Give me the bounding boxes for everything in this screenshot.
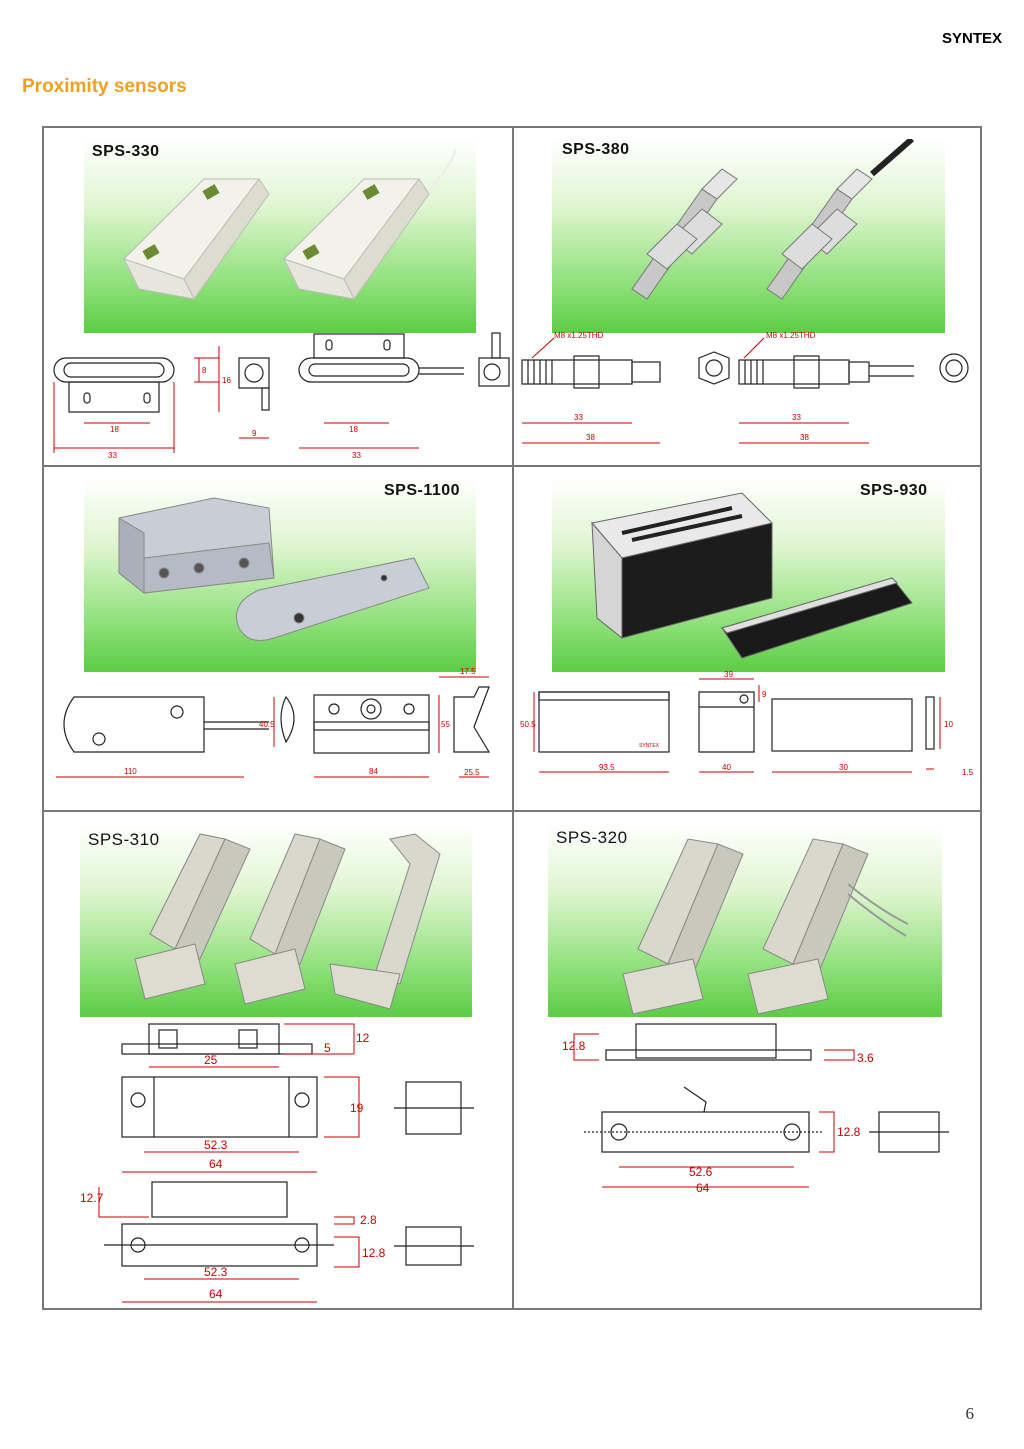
dim-c: 39 xyxy=(724,670,733,679)
dim-h: 2.8 xyxy=(360,1213,377,1227)
model-label: SPS-1100 xyxy=(384,482,461,499)
dim-e: 9 xyxy=(252,429,257,438)
dim-f: 30 xyxy=(839,763,848,772)
dim-g: 10 xyxy=(944,720,953,729)
product-cell-sps-320: SPS-320 xyxy=(513,811,981,1309)
dimension-drawing: M8 x1.25THD M8 x1.25THD 33 38 33 38 xyxy=(521,331,969,444)
dim-a: 12.8 xyxy=(562,1039,586,1053)
dim-d: 19 xyxy=(350,1101,364,1115)
dim-c: 33 xyxy=(792,413,801,422)
dim-a: 33 xyxy=(574,413,583,422)
dim-g: 12.7 xyxy=(80,1191,104,1205)
model-label: SPS-310 xyxy=(88,830,160,849)
dim-g: 33 xyxy=(352,451,361,460)
product-illustration xyxy=(123,148,457,300)
product-cell-sps-380: SPS-380 xyxy=(513,127,981,466)
dimension-drawing: 12 5 25 19 52.3 64 12.7 2.8 12.8 52.3 64 xyxy=(80,1023,474,1303)
dim-d: 9 xyxy=(762,690,767,699)
product-photo xyxy=(548,824,942,1017)
dim-k: 64 xyxy=(209,1287,223,1301)
dim-h: 1.5 xyxy=(962,768,974,777)
dim-e: 64 xyxy=(696,1181,710,1195)
model-label: SPS-930 xyxy=(860,482,928,499)
thread-label-1: M8 x1.25THD xyxy=(554,331,604,340)
dim-f: 25.5 xyxy=(464,768,480,777)
dim-j: 52.3 xyxy=(204,1265,228,1279)
dim-b: 38 xyxy=(586,433,595,442)
product-cell-sps-310: SPS-310 xyxy=(43,811,513,1309)
model-label: SPS-380 xyxy=(562,141,630,158)
dim-brand: SYNTEX xyxy=(639,743,660,749)
dim-d: 38 xyxy=(800,433,809,442)
dim-c: 18 xyxy=(110,425,119,434)
dim-d: 52.6 xyxy=(689,1165,713,1179)
dim-b: 3.6 xyxy=(857,1051,874,1065)
dim-e: 52.3 xyxy=(204,1138,228,1152)
dim-b: 5 xyxy=(324,1041,331,1055)
dim-a: 50.5 xyxy=(520,720,536,729)
dim-i: 12.8 xyxy=(362,1246,386,1260)
dim-c: 25 xyxy=(204,1053,218,1067)
dim-a: 8 xyxy=(202,366,207,375)
dim-c: 84 xyxy=(369,767,378,776)
dim-a: 110 xyxy=(124,767,137,776)
dimension-drawing: 12.8 3.6 12.8 52.6 64 xyxy=(562,1023,949,1195)
dim-d: 33 xyxy=(108,451,117,460)
dim-f: 18 xyxy=(349,425,358,434)
dim-c: 12.8 xyxy=(837,1125,861,1139)
dim-b: 16 xyxy=(222,376,231,385)
dim-b: 93.5 xyxy=(599,763,615,772)
dimension-drawing: 110 40.5 84 55 17.5 25.5 xyxy=(56,667,491,778)
product-grid: SPS-330 xyxy=(42,126,982,1310)
brand-name: SYNTEX xyxy=(941,30,1002,47)
page-title: Proximity sensors xyxy=(22,76,187,97)
thread-label-2: M8 x1.25THD xyxy=(766,331,816,340)
product-cell-sps-930: SPS-930 xyxy=(513,466,981,811)
dim-b: 40.5 xyxy=(259,720,275,729)
model-label: SPS-320 xyxy=(556,828,628,847)
dim-f: 64 xyxy=(209,1157,223,1171)
product-cell-sps-330: SPS-330 xyxy=(43,127,513,466)
product-cell-sps-1100: SPS-1100 xyxy=(43,466,513,811)
product-illustration xyxy=(118,497,430,641)
dimension-drawing: 8 16 18 33 9 18 33 xyxy=(53,332,510,460)
dim-d: 55 xyxy=(441,720,450,729)
dimension-drawing: 50.5 93.5 SYNTEX 39 9 40 30 10 1.5 xyxy=(520,670,974,777)
product-illustration xyxy=(134,833,441,1010)
dim-a: 12 xyxy=(356,1031,370,1045)
page-number: 6 xyxy=(965,1404,975,1423)
dim-e: 40 xyxy=(722,763,731,772)
product-illustration xyxy=(622,838,909,1015)
model-label: SPS-330 xyxy=(92,143,160,160)
dim-e: 17.5 xyxy=(460,667,476,676)
product-illustration xyxy=(631,139,914,300)
product-illustration xyxy=(591,492,913,659)
